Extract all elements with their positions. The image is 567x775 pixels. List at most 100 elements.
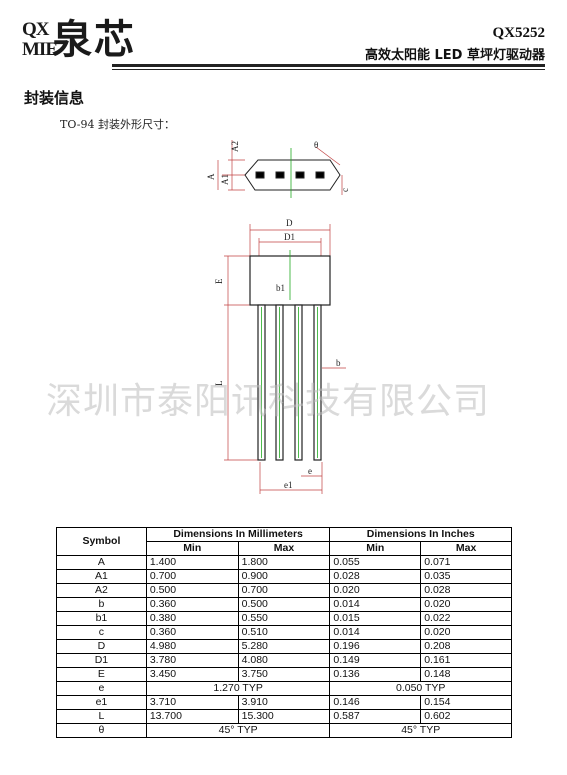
cell-mm-max: 0.550 bbox=[237, 611, 331, 626]
label-c: c bbox=[340, 188, 350, 192]
cell-in-min: 0.028 bbox=[329, 569, 422, 584]
logo-line1: QX bbox=[22, 19, 50, 40]
cell-symbol: L bbox=[56, 709, 147, 724]
cell-in-max: 0.022 bbox=[420, 611, 512, 626]
label-theta: θ bbox=[314, 140, 318, 150]
cell-in-min: 0.136 bbox=[329, 667, 422, 682]
mm-min-header: Min bbox=[145, 541, 239, 556]
dimensions-table: Symbol Dimensions In Millimeters Dimensi… bbox=[56, 527, 512, 738]
cell-mm-max: 0.500 bbox=[237, 597, 331, 612]
cell-mm-max: 4.080 bbox=[237, 653, 331, 668]
cell-in-max: 0.148 bbox=[420, 667, 512, 682]
cell-in-max: 0.154 bbox=[420, 695, 512, 710]
table-row-theta: θ 45° TYP 45° TYP bbox=[56, 723, 512, 738]
cell-mm-min: 0.360 bbox=[145, 625, 239, 640]
watermark-text: 深圳市泰阳讯科技有限公司 bbox=[46, 381, 491, 422]
cell-mm-min: 0.500 bbox=[145, 583, 239, 598]
cell-symbol: A2 bbox=[56, 583, 147, 598]
cell-mm-min: 0.700 bbox=[145, 569, 239, 584]
cell-symbol: θ bbox=[56, 723, 147, 738]
header-rule-thin bbox=[112, 69, 545, 70]
page-header: QX MIE 泉芯 QX5252 高效太阳能 LED 草坪灯驱动器 bbox=[22, 16, 546, 70]
label-L: L bbox=[214, 381, 224, 387]
cell-mm-max: 0.700 bbox=[237, 583, 331, 598]
cell-mm-min: 3.710 bbox=[145, 695, 239, 710]
cell-in-max: 0.071 bbox=[420, 555, 512, 570]
cell-mm-max: 0.900 bbox=[237, 569, 331, 584]
cell-mm-min: 3.450 bbox=[145, 667, 239, 682]
symbol-header: Symbol bbox=[56, 527, 147, 556]
mm-max-header: Max bbox=[237, 541, 331, 556]
cell-mm-min: 1.400 bbox=[145, 555, 239, 570]
cell-in-max: 0.020 bbox=[420, 625, 512, 640]
label-A: A bbox=[206, 173, 216, 180]
cell-mm-max: 1.800 bbox=[237, 555, 331, 570]
top-view bbox=[244, 148, 341, 198]
cell-mm-typ: 45° TYP bbox=[145, 723, 331, 738]
cell-mm-min: 0.360 bbox=[145, 597, 239, 612]
cell-in-typ: 0.050 TYP bbox=[329, 681, 512, 696]
package-caption: TO-94 封装外形尺寸： bbox=[60, 118, 175, 131]
cell-mm-max: 5.280 bbox=[237, 639, 331, 654]
cell-symbol: D bbox=[56, 639, 147, 654]
cell-in-min: 0.587 bbox=[329, 709, 422, 724]
company-logo: QX MIE 泉芯 bbox=[22, 16, 202, 63]
package-outline-drawing: A2 A A1 θ c D D1 E b1 b L e e1 bbox=[206, 140, 350, 494]
table-row-e: e 1.270 TYP 0.050 TYP bbox=[56, 681, 512, 696]
cell-symbol: D1 bbox=[56, 653, 147, 668]
table-header-row: Symbol Dimensions In Millimeters Dimensi… bbox=[56, 527, 512, 556]
table-subheader-row: Min Max Min Max bbox=[57, 541, 512, 556]
cell-symbol: c bbox=[56, 625, 147, 640]
in-min-header: Min bbox=[329, 541, 422, 556]
cell-in-min: 0.014 bbox=[329, 625, 422, 640]
header-product: 高效太阳能 LED 草坪灯驱动器 bbox=[364, 48, 545, 63]
label-E: E bbox=[214, 278, 224, 284]
label-D: D bbox=[286, 218, 293, 228]
cell-in-max: 0.161 bbox=[420, 653, 512, 668]
logo-chinese: 泉芯 bbox=[52, 16, 136, 63]
header-model: QX5252 bbox=[492, 25, 546, 41]
label-b: b bbox=[336, 358, 341, 368]
cell-mm-typ: 1.270 TYP bbox=[145, 681, 331, 696]
label-e1: e1 bbox=[284, 480, 293, 490]
in-max-header: Max bbox=[420, 541, 512, 556]
cell-in-typ: 45° TYP bbox=[329, 723, 512, 738]
header-rule-thick bbox=[112, 64, 545, 67]
cell-in-max: 0.602 bbox=[420, 709, 512, 724]
cell-in-min: 0.014 bbox=[329, 597, 422, 612]
cell-symbol: e1 bbox=[56, 695, 147, 710]
cell-mm-min: 0.380 bbox=[145, 611, 239, 626]
cell-in-min: 0.146 bbox=[329, 695, 422, 710]
label-A2: A2 bbox=[230, 141, 240, 152]
label-A1: A1 bbox=[220, 174, 230, 185]
inch-header: Dimensions In Inches bbox=[329, 527, 512, 542]
cell-mm-min: 3.780 bbox=[145, 653, 239, 668]
cell-symbol: e bbox=[56, 681, 147, 696]
cell-in-min: 0.020 bbox=[329, 583, 422, 598]
label-b1: b1 bbox=[276, 283, 285, 293]
cell-mm-max: 3.750 bbox=[237, 667, 331, 682]
label-D1: D1 bbox=[284, 232, 295, 242]
cell-symbol: b bbox=[56, 597, 147, 612]
cell-symbol: E bbox=[56, 667, 147, 682]
mm-header: Dimensions In Millimeters bbox=[145, 527, 331, 542]
cell-symbol: A bbox=[56, 555, 147, 570]
cell-mm-max: 0.510 bbox=[237, 625, 331, 640]
cell-in-min: 0.015 bbox=[329, 611, 422, 626]
dimension-lines bbox=[217, 140, 346, 494]
cell-in-max: 0.035 bbox=[420, 569, 512, 584]
cell-symbol: b1 bbox=[56, 611, 147, 626]
cell-mm-min: 13.700 bbox=[145, 709, 239, 724]
cell-in-min: 0.055 bbox=[329, 555, 422, 570]
